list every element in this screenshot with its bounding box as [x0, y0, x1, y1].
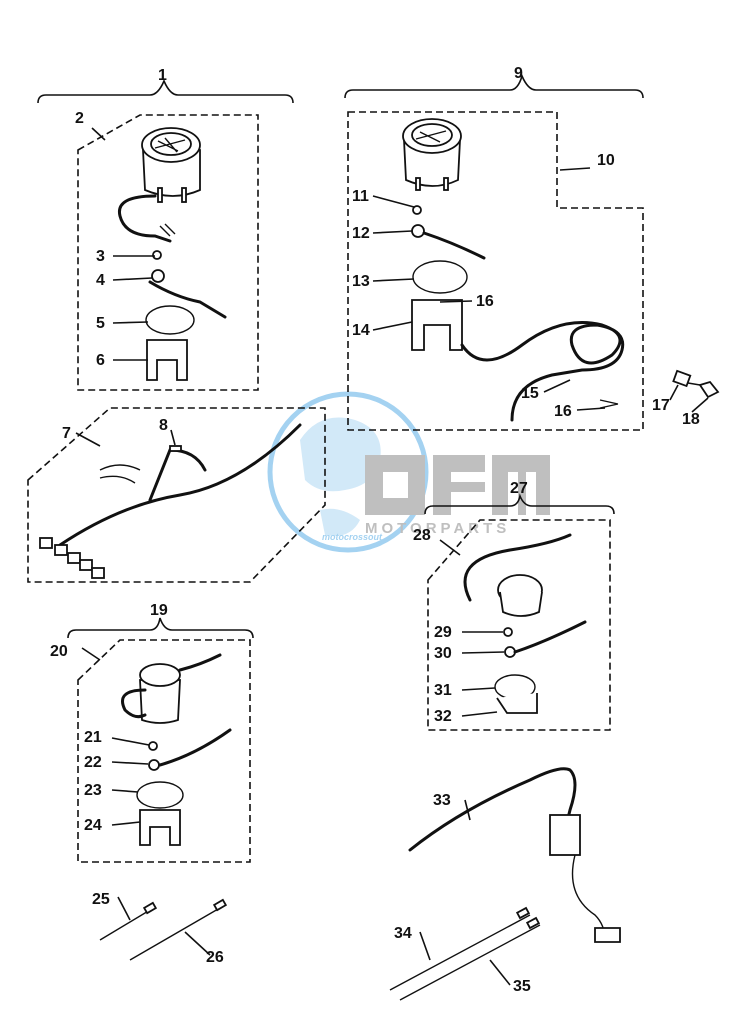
leads-34-35: [389, 906, 541, 1001]
callout-8: 8: [159, 417, 168, 434]
callout-15: 15: [521, 385, 539, 402]
callout-13: 13: [352, 273, 370, 290]
callout-30: 30: [434, 645, 452, 662]
callout-23: 23: [84, 782, 102, 799]
callout-26: 26: [206, 949, 224, 966]
callout-18: 18: [682, 411, 700, 428]
callout-6: 6: [96, 352, 105, 369]
callout-1: 1: [158, 67, 167, 84]
callout-3: 3: [96, 248, 105, 265]
callout-34: 34: [394, 925, 412, 942]
callout-21: 21: [84, 729, 102, 746]
meter-gauge: [402, 118, 462, 191]
callout-7: 7: [62, 425, 71, 442]
callout-9: 9: [514, 65, 523, 82]
group-7: [27, 407, 326, 583]
harness-plugs: [39, 537, 105, 579]
callout-29: 29: [434, 624, 452, 641]
callout-19: 19: [150, 602, 168, 619]
callout-12: 12: [352, 225, 370, 242]
watermark-globe-icon: [267, 391, 429, 553]
callout-17: 17: [652, 397, 670, 414]
watermark: MOTORPARTS motocrossout: [267, 391, 550, 553]
group-1: [37, 78, 294, 391]
callout-5: 5: [96, 315, 105, 332]
callout-22: 22: [84, 754, 102, 771]
leader-lines: [75, 127, 709, 986]
callout-27: 27: [510, 480, 528, 497]
callout-31: 31: [434, 682, 452, 699]
group-19: [67, 617, 254, 863]
callout-2: 2: [75, 110, 84, 127]
callout-4: 4: [96, 272, 105, 289]
watermark-sub: MOTORPARTS: [365, 520, 510, 537]
callout-35: 35: [513, 978, 531, 995]
callout-16-a: 16: [476, 293, 494, 310]
kill-switch-part: [408, 767, 621, 943]
callout-33: 33: [433, 792, 451, 809]
callout-14: 14: [352, 322, 370, 339]
callout-32: 32: [434, 708, 452, 725]
group-27: [424, 493, 615, 731]
callout-16-b: 16: [554, 403, 572, 420]
callout-28: 28: [413, 527, 431, 544]
watermark-small: motocrossout: [322, 532, 383, 542]
wire-leads: [99, 898, 228, 961]
group-9: [344, 73, 644, 431]
meter-gauge: [141, 127, 201, 203]
connector-part: [672, 369, 720, 399]
callout-20: 20: [50, 643, 68, 660]
callout-labels: 1 2 3 4 5 6 7 8 9 10 11 12 13 14 15 16 1…: [50, 65, 700, 995]
callout-10: 10: [597, 152, 615, 169]
callout-11: 11: [352, 188, 369, 205]
callout-25: 25: [92, 891, 110, 908]
callout-24: 24: [84, 817, 102, 834]
